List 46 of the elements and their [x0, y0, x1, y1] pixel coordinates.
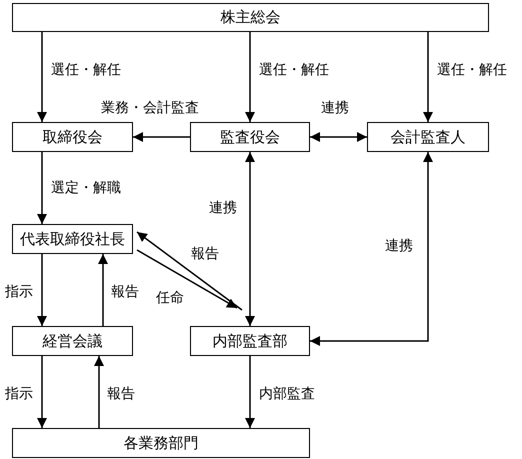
arrow: [423, 32, 433, 122]
org-box: [12, 122, 133, 152]
edge-label: 選任・解任: [258, 62, 330, 78]
arrow: [136, 249, 238, 309]
edge-label: 連携: [384, 238, 414, 254]
edge-label: 業務・会計監査: [100, 100, 200, 116]
arrow: [310, 152, 433, 346]
org-box: [12, 3, 489, 32]
edge-label: 連携: [208, 200, 238, 216]
arrow: [310, 132, 367, 142]
arrow: [98, 254, 108, 326]
org-box: [12, 224, 133, 254]
edge-label: 選任・解任: [436, 62, 508, 78]
arrow: [37, 356, 47, 428]
arrow: [245, 32, 255, 122]
arrow: [245, 152, 255, 326]
edge-label: 選任・解任: [50, 62, 122, 78]
edge-label: 内部監査: [258, 386, 316, 402]
edge-label: 連携: [320, 100, 350, 116]
edge-label: 報告: [110, 284, 140, 300]
box-label: 内部監査部: [212, 332, 288, 350]
arrow: [37, 254, 47, 326]
box-label: 会計監査人: [390, 128, 466, 146]
edge-label: 報告: [106, 386, 136, 402]
edge-label: 指示: [4, 284, 34, 300]
edge-label: 選定・解職: [50, 180, 122, 196]
arrow: [133, 132, 190, 142]
box-label: 監査役会: [220, 128, 280, 146]
arrow: [37, 32, 47, 122]
arrow: [245, 356, 255, 428]
edge-label: 報告: [190, 246, 220, 262]
box-label: 経営会議: [42, 332, 102, 350]
edge-label: 任命: [155, 290, 185, 306]
box-label: 取締役会: [42, 128, 102, 146]
org-box: [190, 122, 310, 152]
arrow: [37, 152, 47, 224]
org-box: [367, 122, 489, 152]
box-label: 株主総会: [220, 8, 280, 27]
arrow: [136, 231, 242, 311]
box-label: 代表取締役社長: [20, 230, 125, 248]
edge-label: 指示: [4, 386, 34, 402]
box-label: 各業務部門: [124, 434, 198, 452]
org-box: [190, 326, 310, 356]
org-box: [12, 428, 310, 458]
org-box: [12, 326, 133, 356]
arrow: [94, 356, 104, 428]
